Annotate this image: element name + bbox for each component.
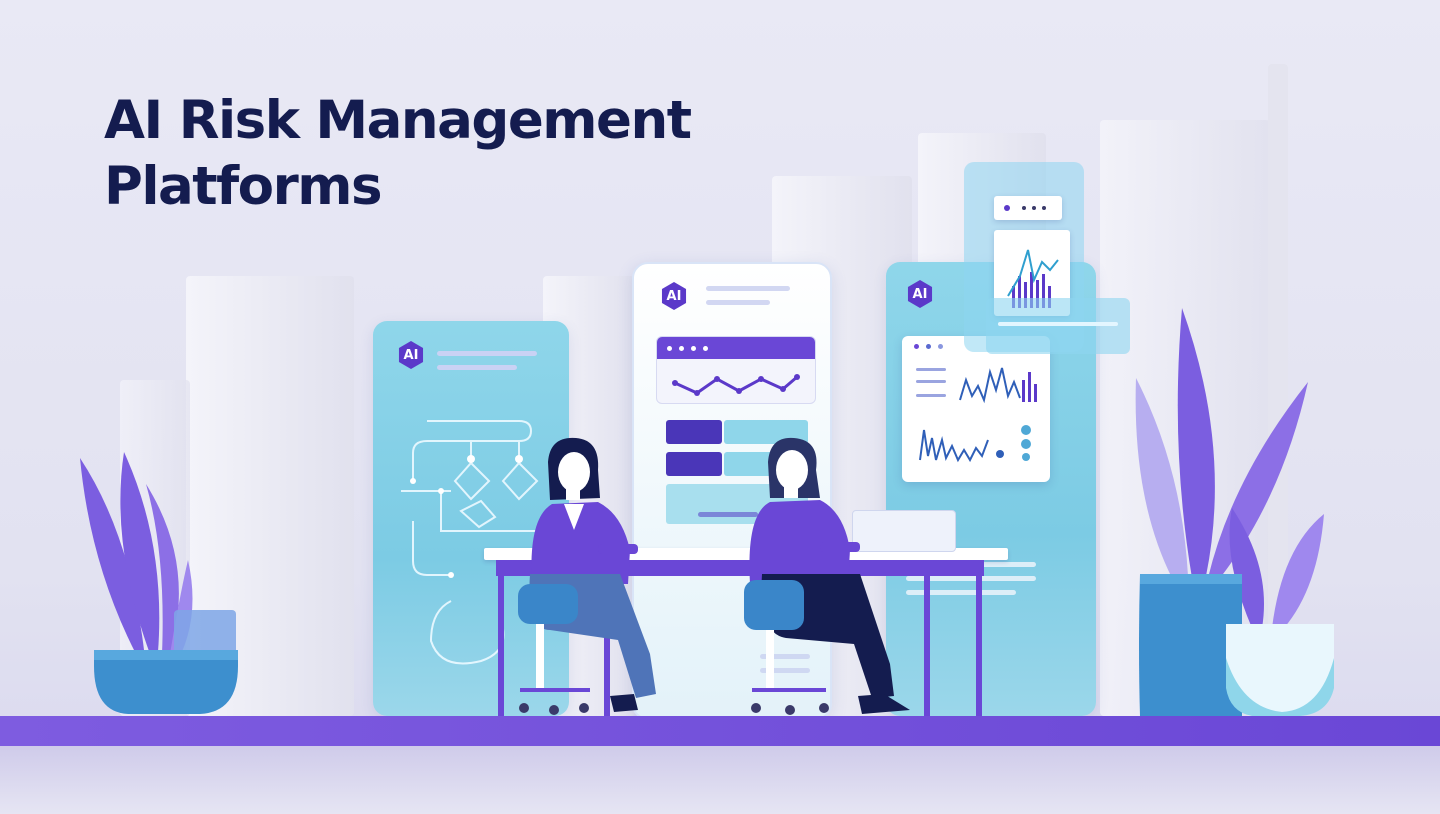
window-dot (703, 346, 708, 351)
background-building (1268, 64, 1288, 716)
window-dot (667, 346, 672, 351)
window-dot (1022, 206, 1026, 210)
window-dot (1042, 206, 1046, 210)
window-dot (926, 344, 931, 349)
bar-chart-icon (1007, 249, 1059, 308)
panel-text-line (706, 286, 790, 291)
list-row-highlight (666, 420, 722, 444)
window-dot (679, 346, 684, 351)
panel-text-line (698, 512, 758, 517)
panel-text-line (760, 654, 810, 659)
plant-icon (80, 452, 238, 714)
floating-glass-card (986, 298, 1130, 354)
ai-badge-right: AI (907, 280, 933, 308)
panel-text-line (760, 668, 810, 673)
desk-leg (976, 576, 982, 716)
panel-text-line (916, 394, 946, 397)
window-dot (914, 344, 919, 349)
line-chart-icon (959, 367, 1037, 404)
window-dot (691, 346, 696, 351)
person-icon (744, 437, 910, 715)
ai-badge-center: AI (661, 282, 687, 310)
desk-leg (498, 576, 504, 716)
title-line-2: Platforms (104, 156, 382, 217)
panel-text-line (437, 351, 537, 356)
panel-text-line (906, 576, 1036, 581)
floor-stripe (0, 716, 1440, 746)
person-icon (518, 437, 656, 715)
floating-chart-card (994, 196, 1062, 220)
desk-leg (924, 576, 930, 716)
line-chart-icon (672, 374, 800, 396)
laptop-icon (852, 510, 956, 552)
panel-text-line (916, 380, 946, 383)
panel-text-line (998, 322, 1118, 326)
ai-badge-left: AI (398, 341, 424, 369)
chart-window (656, 336, 816, 404)
window-titlebar (657, 337, 815, 359)
bar-chart-icon (919, 425, 1031, 463)
list-row-highlight (666, 452, 722, 476)
page-title: AI Risk Management Platforms (104, 88, 692, 220)
panel-text-line (916, 368, 946, 371)
panel-text-line (437, 365, 517, 370)
plant-icon (1135, 308, 1334, 716)
analytics-card (902, 336, 1050, 482)
panel-text-line (906, 590, 1016, 595)
window-dot (938, 344, 943, 349)
window-dot (1032, 206, 1036, 210)
floor-base (0, 746, 1440, 814)
desk-leg (604, 576, 610, 716)
title-line-1: AI Risk Management (104, 90, 692, 151)
panel-text-line (706, 300, 770, 305)
window-dot (1004, 205, 1010, 211)
